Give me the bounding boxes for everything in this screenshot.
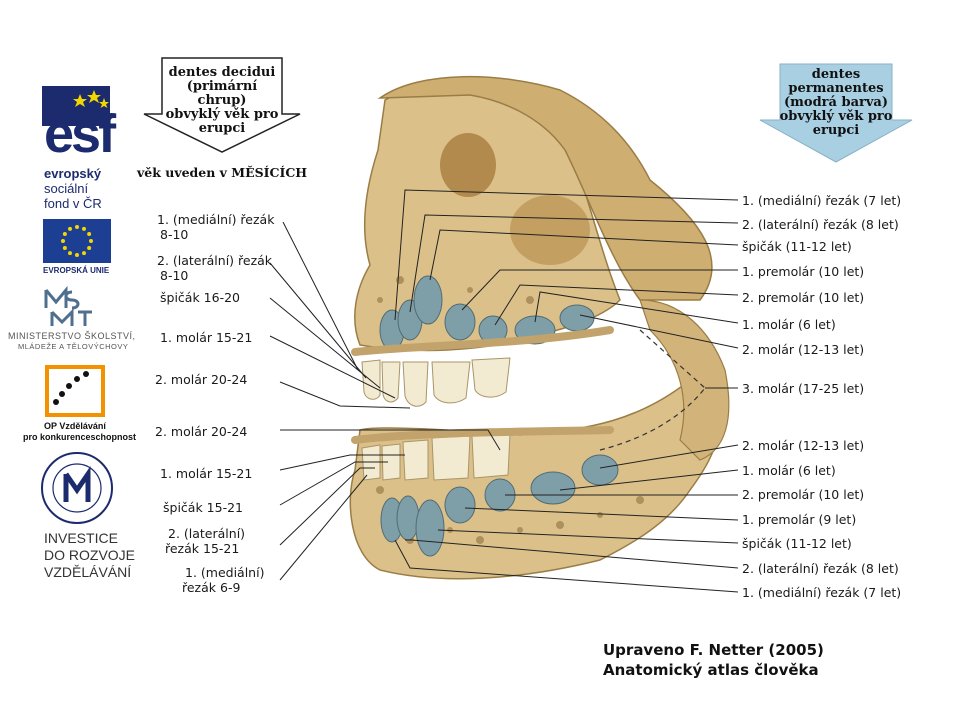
deciduous-arrow-shape bbox=[143, 57, 301, 153]
right-label-upper-4: 1. premolár (10 let) bbox=[742, 264, 865, 279]
left-label-lower-5: 1. (mediální) řezák 6-9 bbox=[182, 565, 265, 595]
right-label-lower-6: 2. (laterální) řezák (8 let) bbox=[742, 561, 899, 576]
eu-star-icon bbox=[62, 246, 67, 250]
lower-permanent-incisor-2 bbox=[396, 495, 420, 541]
esf-text-3: fond v ČR bbox=[44, 196, 102, 211]
upper-permanent-canine bbox=[413, 275, 443, 325]
left-label-lower-4-text: 2. (laterální) bbox=[168, 526, 246, 541]
left-label-upper-1: 1. (mediální) řezák 8-10 bbox=[157, 212, 274, 242]
right-label-upper-3: špičák (11-12 let) bbox=[742, 239, 852, 254]
muni-seal-icon bbox=[41, 452, 113, 524]
eu-star-icon bbox=[87, 232, 92, 236]
msmt-text-2: MLÁDEŽE A TĚLOVÝCHOVY bbox=[18, 342, 129, 351]
mandible-ramus bbox=[639, 299, 730, 461]
invest-text-1: INVESTICE bbox=[44, 530, 118, 546]
eu-star-icon bbox=[68, 226, 72, 231]
right-label-upper-2: 2. (laterální) řezák (8 let) bbox=[742, 217, 899, 232]
esf-logo-icon bbox=[42, 86, 110, 126]
left-label-upper-2-text: 2. (laterální) řezák bbox=[157, 253, 273, 268]
eu-text: EVROPSKÁ UNIE bbox=[43, 266, 110, 275]
permanent-arrow-shape bbox=[759, 63, 913, 163]
credit-line-1: Upraveno F. Netter (2005) bbox=[603, 641, 824, 659]
right-label-lower-1: 2. molár (12-13 let) bbox=[742, 438, 865, 453]
skull-upper bbox=[377, 76, 713, 301]
op-text-1: OP Vzdělávání bbox=[44, 421, 106, 431]
left-label-upper-5: 2. molár 20-24 bbox=[155, 372, 248, 387]
right-label-lower-2: 1. molár (6 let) bbox=[742, 463, 836, 478]
left-label-upper-1-sub: 8-10 bbox=[160, 227, 189, 242]
permanent-header-line-5: erupci bbox=[812, 123, 860, 138]
lower-permanent-premolar-1 bbox=[444, 486, 476, 524]
eu-star-icon bbox=[62, 232, 67, 236]
eu-star-icon bbox=[61, 239, 65, 243]
eu-star-icon bbox=[82, 251, 86, 256]
left-label-lower-2: 1. molár 15-21 bbox=[160, 466, 253, 481]
deciduous-header: dentes decidui (primární chrup) obvyklý … bbox=[164, 66, 280, 136]
left-label-upper-4: 1. molár 15-21 bbox=[160, 330, 253, 345]
credit-line-2: Anatomický atlas člověka bbox=[603, 661, 819, 679]
right-label-lower-5: špičák (11-12 let) bbox=[742, 536, 852, 551]
eu-star-icon bbox=[75, 225, 79, 229]
left-label-upper-3: špičák 16-20 bbox=[160, 290, 240, 305]
left-label-lower-4: 2. (laterální) řezák 15-21 bbox=[165, 526, 246, 556]
permanent-header-line-1: dentes bbox=[811, 67, 861, 82]
lower-permanent-molar-1 bbox=[530, 471, 576, 505]
eu-star-icon bbox=[68, 251, 72, 256]
upper-permanent-premolar-1 bbox=[444, 303, 476, 341]
right-label-upper-8: 3. molár (17-25 let) bbox=[742, 381, 865, 396]
third-molar-dashed bbox=[599, 329, 706, 451]
op-text-2: pro konkurenceschopnost bbox=[23, 432, 137, 442]
right-label-upper-7: 2. molár (12-13 let) bbox=[742, 342, 865, 357]
right-label-lower-3: 2. premolár (10 let) bbox=[742, 487, 865, 502]
right-label-lower-7: 1. (mediální) řezák (7 let) bbox=[742, 585, 902, 600]
eu-star-icon bbox=[89, 239, 93, 243]
eu-star-icon bbox=[75, 253, 79, 257]
left-label-lower-5-text: 1. (mediální) bbox=[185, 565, 265, 580]
upper-permanent-molar-2 bbox=[559, 304, 595, 332]
right-label-upper-1: 1. (mediální) řezák (7 let) bbox=[742, 193, 902, 208]
invest-text-3: VZDĚLÁVÁNÍ bbox=[44, 564, 132, 580]
invest-text-2: DO ROZVOJE bbox=[44, 547, 136, 563]
age-note: věk uveden v MĚSÍCÍCH bbox=[137, 165, 308, 180]
deciduous-header-line-4: erupci bbox=[198, 121, 246, 136]
left-label-upper-1-text: 1. (mediální) řezák bbox=[157, 212, 275, 227]
esf-wordmark: esf bbox=[44, 104, 116, 164]
permanent-header-line-2: permanentes bbox=[788, 81, 884, 96]
lower-permanent-canine bbox=[415, 499, 445, 557]
esf-text-1: evropský bbox=[44, 166, 102, 181]
permanent-header-line-3: (modrá barva) bbox=[784, 95, 888, 110]
deciduous-header-line-3: obvyklý věk pro bbox=[165, 107, 279, 122]
left-label-lower-4-sub: řezák 15-21 bbox=[165, 541, 240, 556]
left-label-upper-2-sub: 8-10 bbox=[160, 268, 189, 283]
orbit-cavity bbox=[440, 133, 496, 197]
msmt-logo-icon bbox=[44, 285, 92, 326]
right-label-upper-6: 1. molár (6 let) bbox=[742, 317, 836, 332]
left-label-upper-2: 2. (laterální) řezák 8-10 bbox=[157, 253, 272, 283]
left-label-lower-5-sub: řezák 6-9 bbox=[182, 580, 241, 595]
op-logo-icon bbox=[45, 365, 105, 417]
permanent-header-line-4: obvyklý věk pro bbox=[779, 109, 893, 124]
logo-column: esf evropský sociální fond v ČR EVROPSKÁ… bbox=[0, 0, 150, 720]
left-label-lower-3: špičák 15-21 bbox=[163, 500, 243, 515]
permanent-header: dentes permanentes (modrá barva) obvyklý… bbox=[776, 68, 896, 138]
image-credit: Upraveno F. Netter (2005) Anatomický atl… bbox=[603, 640, 824, 680]
esf-text-2: sociální bbox=[44, 181, 89, 196]
eu-star-icon bbox=[87, 246, 92, 250]
msmt-text-1: MINISTERSTVO ŠKOLSTVÍ, bbox=[8, 331, 136, 341]
lower-permanent-molar-2 bbox=[581, 454, 619, 486]
right-label-lower-4: 1. premolár (9 let) bbox=[742, 512, 857, 527]
left-label-lower-1: 2. molár 20-24 bbox=[155, 424, 248, 439]
eu-star-icon bbox=[82, 226, 86, 231]
deciduous-header-line-2: (primární chrup) bbox=[186, 79, 258, 108]
eu-flag-icon bbox=[43, 219, 111, 263]
deciduous-header-line-1: dentes decidui bbox=[168, 65, 276, 80]
right-label-upper-5: 2. premolár (10 let) bbox=[742, 290, 865, 305]
